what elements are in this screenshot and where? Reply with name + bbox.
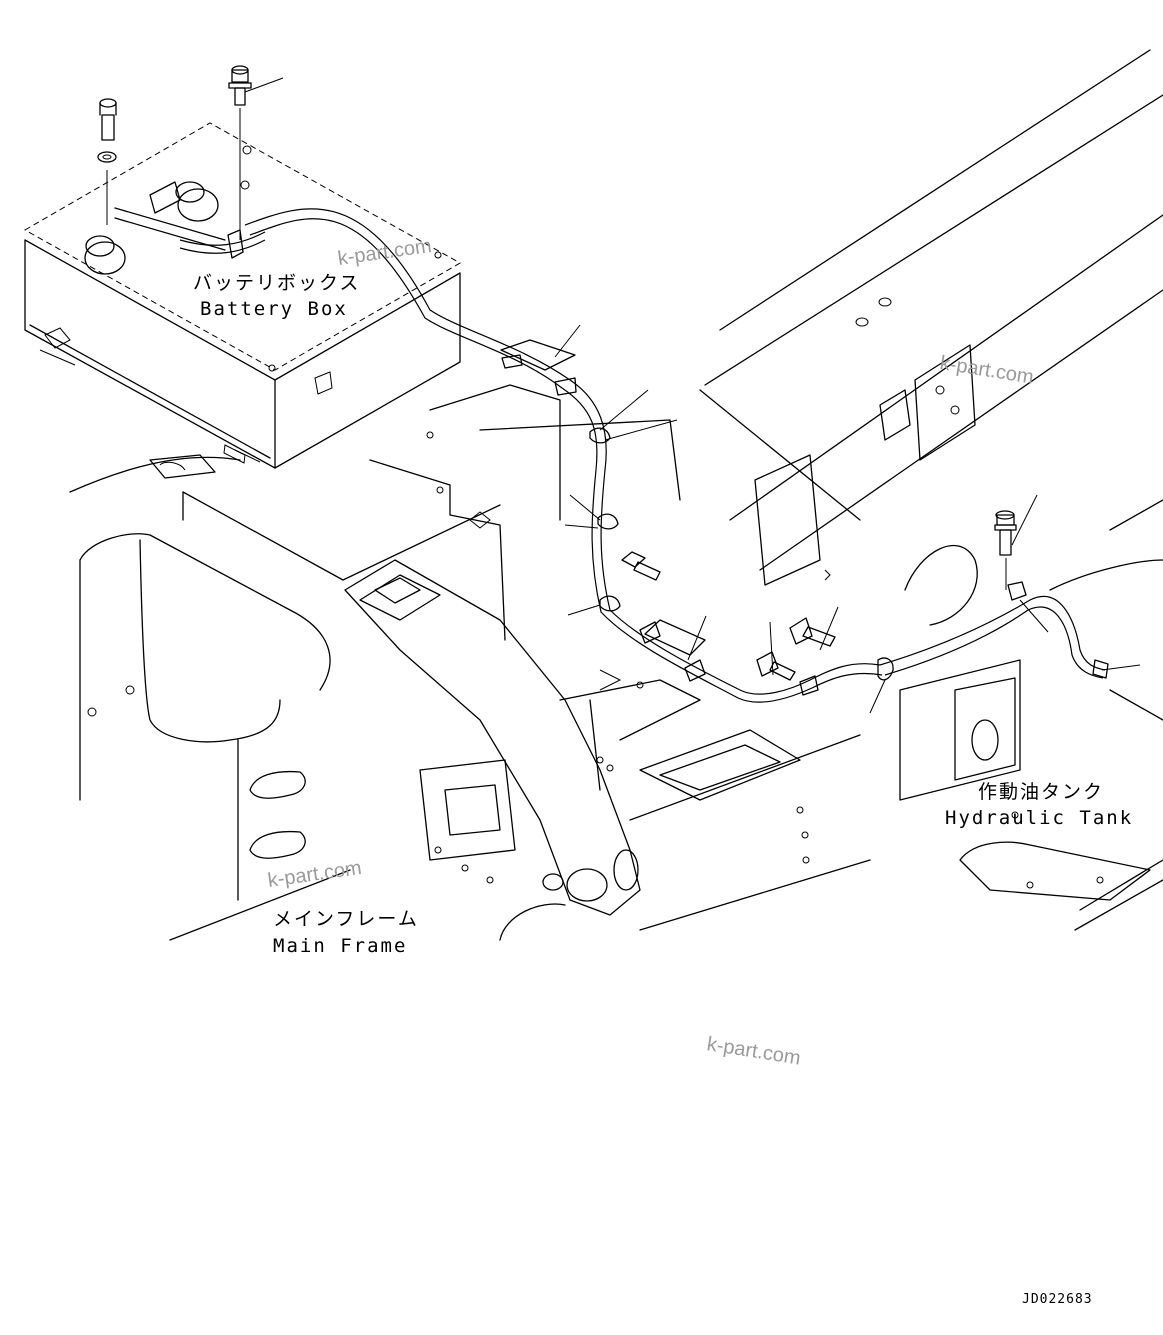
top-bolt — [228, 65, 284, 240]
hydraulic-tank-label-en: Hydraulic Tank — [945, 807, 1134, 829]
battery-box-label-en: Battery Box — [200, 298, 348, 320]
leader-lines — [554, 324, 1141, 714]
hose-line — [244, 208, 1106, 703]
hydraulic-tank-bracket — [899, 499, 1163, 931]
battery-terminals — [84, 181, 266, 275]
misc-details — [159, 431, 831, 772]
main-frame-label-jp: メインフレーム — [273, 908, 419, 930]
loose-bolts — [621, 510, 1017, 681]
hose-clamps — [500, 339, 1109, 696]
long-beam — [699, 49, 1163, 626]
battery-box-label-jp: バッテリボックス — [193, 272, 361, 294]
hydraulic-tank-label-jp: 作動油タンク — [978, 781, 1105, 803]
main-frame-label-en: Main Frame — [273, 935, 408, 957]
frame-center — [169, 384, 871, 941]
main-frame-arm — [344, 559, 641, 916]
battery-box-bolt — [97, 98, 117, 225]
drawing-code: JD022683 — [1022, 1292, 1093, 1307]
frame-left — [69, 454, 501, 901]
battery-box — [23, 122, 462, 469]
